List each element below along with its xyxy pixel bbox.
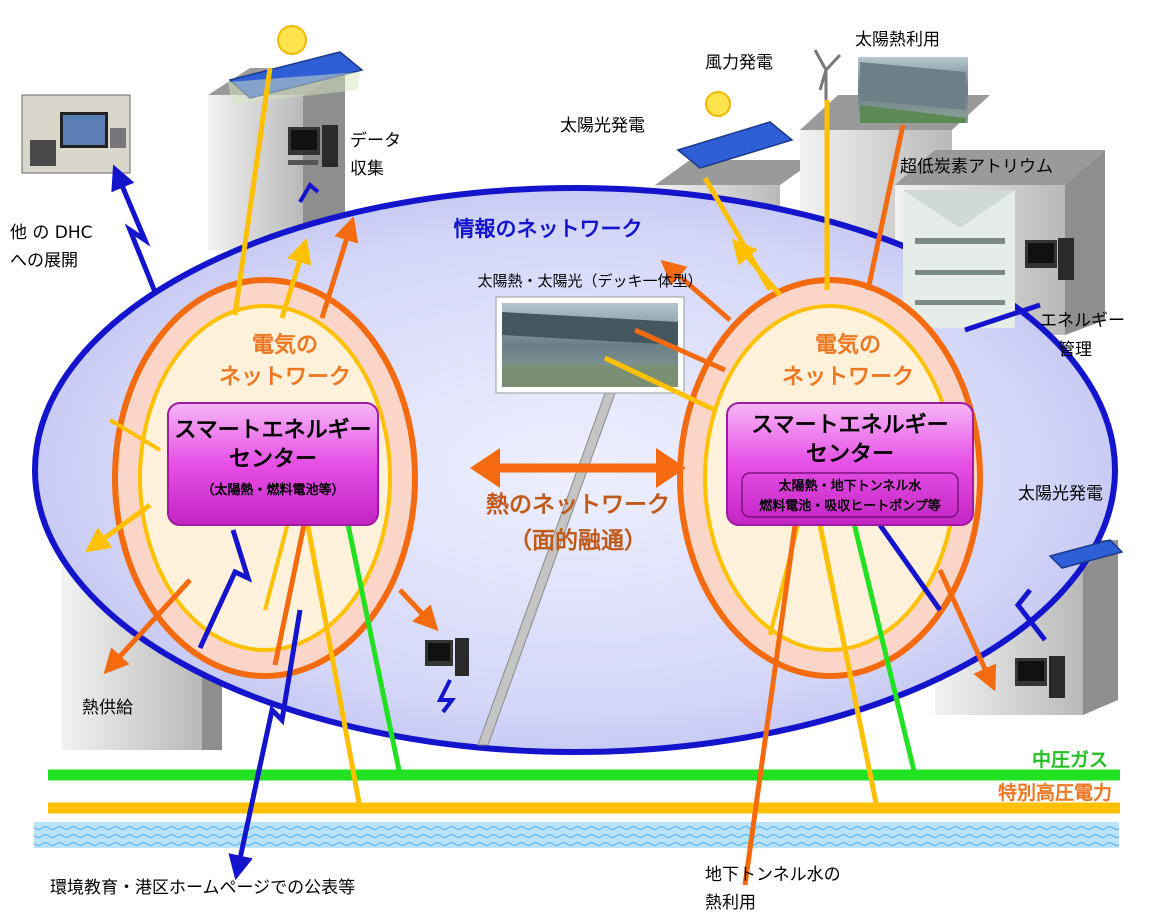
solar-panel-icon: [1048, 539, 1124, 569]
energy-mgmt-label-2: 管理: [1058, 340, 1092, 360]
wind-power-label: 風力発電: [705, 53, 773, 73]
right-center-sub-bracket: [741, 472, 959, 518]
heat-network-label-1: 熱のネットワーク: [486, 492, 670, 518]
computer-icon: [1025, 238, 1074, 280]
right-center-lines: [603, 100, 1047, 886]
solar-panel-icon: [228, 25, 364, 104]
other-lines: [111, 164, 456, 714]
computer-icon: [425, 638, 469, 676]
left-center-title-2: センター: [229, 447, 317, 472]
other-dhc-label-2: への展開: [10, 251, 78, 271]
high-voltage-label: 特別高圧電力: [998, 781, 1112, 804]
monitor-photo: [21, 94, 131, 174]
right-elec-label-2: ネットワーク: [782, 365, 914, 390]
solar-panel-icon: [676, 91, 794, 169]
left-elec-label-1: 電気の: [252, 332, 318, 358]
heat-arrow: [470, 448, 686, 488]
deck-photo: [495, 296, 685, 394]
solar-heat-photo: [858, 57, 968, 123]
water-band: [34, 822, 1119, 848]
heat-network-label-2: （面的融通）: [509, 527, 647, 554]
atrium-photo: [903, 190, 1015, 328]
other-dhc-label-1: 他 の DHC: [10, 223, 93, 243]
right-center-box: [726, 402, 974, 526]
energy-mgmt-label-1: エネルギー: [1040, 311, 1125, 331]
right-center-sub-1: 太陽熱・地下トンネル水: [778, 478, 923, 494]
left-elec-label-2: ネットワーク: [219, 365, 351, 390]
deck-solar-label: 太陽熱・太陽光（デッキ一体型）: [477, 272, 702, 290]
left-center-lines: [84, 67, 439, 881]
atrium-label: 超低炭素アトリウム: [900, 157, 1053, 177]
left-center-box: [167, 402, 379, 526]
solar-power-top-label: 太陽光発電: [560, 116, 645, 136]
computer-icon: [1015, 656, 1065, 698]
data-collect-label-2: 収集: [350, 159, 384, 179]
right-center-sub-2: 燃料電池・吸収ヒートポンプ等: [759, 498, 941, 514]
heat-supply-label: 熱供給: [82, 698, 133, 718]
solar-power-right-label: 太陽光発電: [1018, 484, 1103, 504]
right-center-title-2: センター: [806, 442, 894, 467]
left-center-title-1: スマートエネルギー: [174, 418, 371, 443]
left-center-sub: （太陽熱・燃料電池等）: [201, 482, 344, 498]
tunnel-water-label-1: 地下トンネル水の: [705, 865, 841, 885]
info-network-label: 情報のネットワーク: [454, 217, 643, 241]
computer-icon: [288, 125, 338, 167]
tunnel-water-label-2: 熱利用: [705, 893, 756, 913]
medium-gas-label: 中圧ガス: [1032, 748, 1108, 771]
right-elec-label-1: 電気の: [815, 332, 881, 358]
data-collect-label-1: データ: [350, 130, 401, 151]
right-center-title-1: スマートエネルギー: [751, 413, 948, 438]
solar-heat-use-label: 太陽熱利用: [855, 30, 940, 50]
env-education-label: 環境教育・港区ホームページでの公表等: [50, 878, 355, 898]
